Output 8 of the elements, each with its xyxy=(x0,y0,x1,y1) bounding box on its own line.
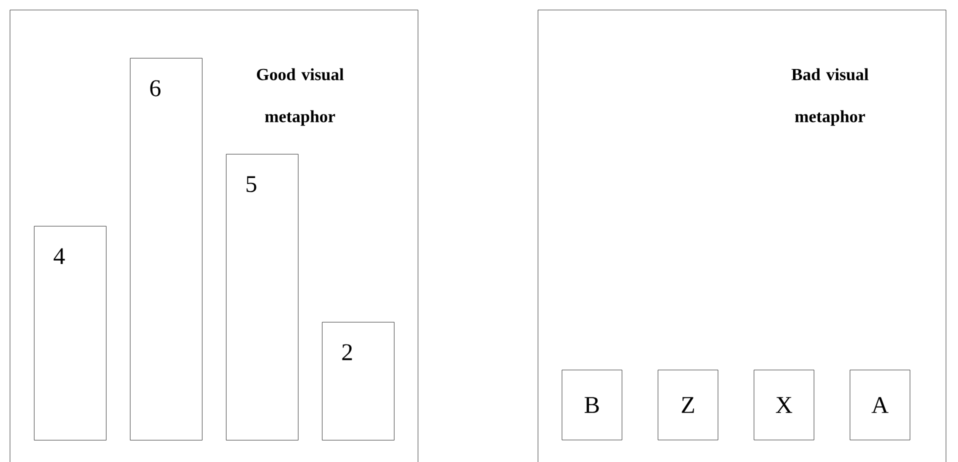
letter-box: B xyxy=(562,370,622,440)
letter-box: A xyxy=(850,370,910,440)
letter-box: Z xyxy=(658,370,718,440)
bar: 5 xyxy=(226,154,298,440)
bar: 4 xyxy=(34,226,106,440)
letter-box: X xyxy=(754,370,814,440)
bar: 2 xyxy=(322,322,394,440)
bar: 6 xyxy=(130,58,202,440)
